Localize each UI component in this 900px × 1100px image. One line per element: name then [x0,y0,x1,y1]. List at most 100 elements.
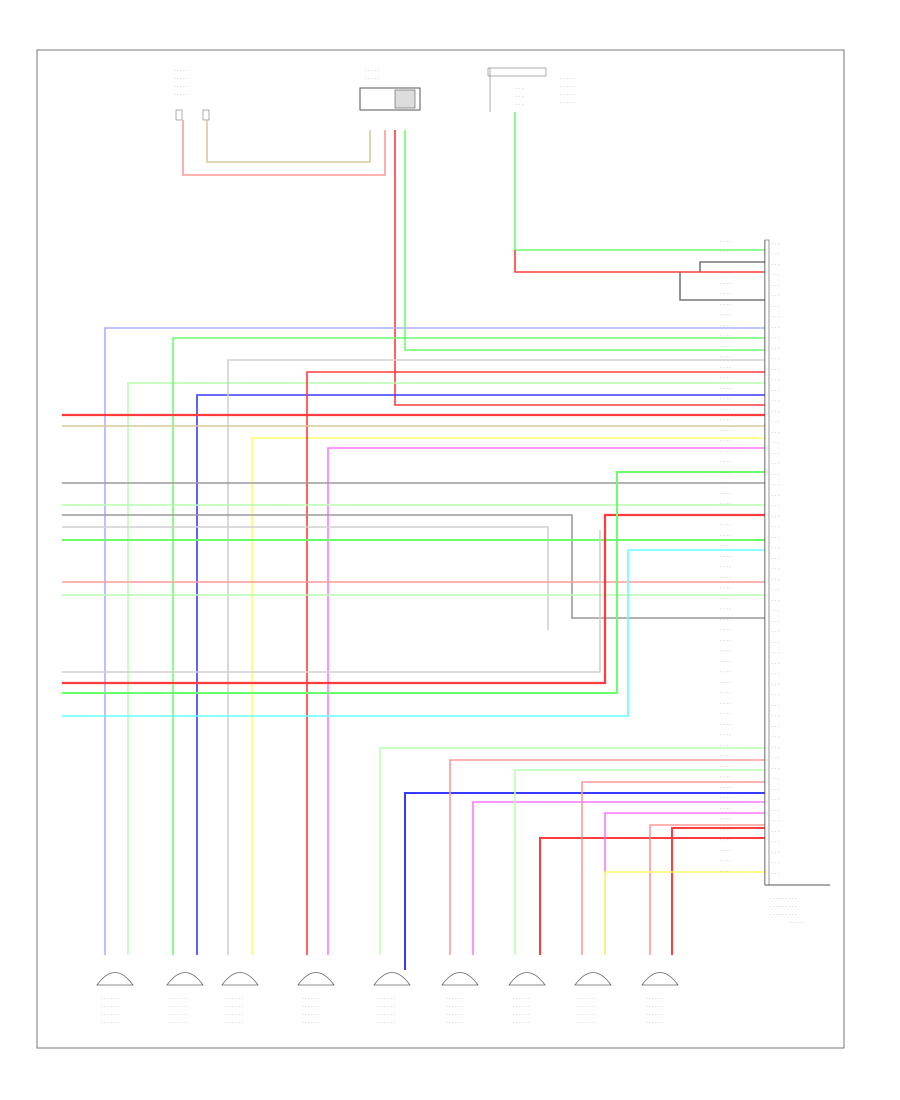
svg-text:· · · · · ·: · · · · · · [226,1012,243,1018]
svg-text:· · · · ·: · · · · · [560,92,574,98]
wire-label: · · · · [720,481,731,487]
svg-text:· · · · · ·: · · · · · · [513,1012,530,1018]
speaker-7: · · · · · ·· · · · · ·· · · · · ·· · · ·… [508,972,546,1026]
wire-label: · · · · [720,554,731,560]
wire-label: · · · · [720,754,731,760]
pin-label: · · · [772,682,780,688]
top-left-component: · · · · · · · · · · · · · · · · · · · · [174,68,210,121]
wire-label: · · · · [720,659,731,665]
wire-label: · · · · [720,722,731,728]
svg-text:· · · · · ·: · · · · · · [302,1004,319,1010]
wire-label: · · · · [720,806,731,812]
wire-label: · · · · [720,607,731,613]
wire-label: · · · · [720,638,731,644]
wire-label: · · · · [720,428,731,434]
speaker-6: · · · · · ·· · · · · ·· · · · · ·· · · ·… [441,972,479,1026]
svg-text:· · · · · ·: · · · · · · [101,1004,118,1010]
wire-label: · · · · [720,670,731,676]
pin-label: · · · [772,661,780,667]
pin-label: · · · [772,409,780,415]
pin-label: · · · [772,325,780,331]
wire-label: · · · · [720,733,731,739]
svg-text:· · · · · ·: · · · · · · [171,1020,188,1026]
wire-label: · · · · [720,313,731,319]
pin-label: · · · [772,525,780,531]
svg-text:· · · · · ·: · · · · · · [446,1004,463,1010]
pin-labels: · · · · · · · · · · · · · · · · · · · · · · · … [720,239,780,877]
wire-label: · · · · [720,323,731,329]
wire-label: · · · · [720,848,731,854]
wire-label: · · · · [720,334,731,340]
bottom-speakers: · · · · · · · · · · · · · · · · · · · · · ·… [96,972,679,1026]
svg-text:· · · · · ·: · · · · · · [378,1020,395,1026]
wire-label: · · · · [720,859,731,865]
svg-text:· · · · ·: · · · · · [174,76,188,82]
pin-label: · · · [772,294,780,300]
pin-label: · · · [772,241,780,247]
pin-label: · · · [772,556,780,562]
svg-text:· · · · ·: · · · · · [174,68,188,74]
svg-text:· · · · · ·: · · · · · · [646,1004,663,1010]
wire-label: · · · · [720,439,731,445]
pin-label: · · · [772,514,780,520]
svg-text:· · · · ·: · · · · · [174,92,188,98]
wire-label: · · · · [720,281,731,287]
pin-label: · · · [772,252,780,258]
svg-text:· · · · · ·: · · · · · · [378,1012,395,1018]
wire-label: · · · · [720,701,731,707]
svg-text:· · · · · ·: · · · · · · [579,1012,596,1018]
pin-label: · · · [772,619,780,625]
pin-label: · · · [772,598,780,604]
wire-label: · · · · [720,743,731,749]
svg-text:· · · · · · · · ·: · · · · · · · · · [770,896,796,902]
svg-text:· · · · · ·: · · · · · · [579,1004,596,1010]
pin-label: · · · [772,672,780,678]
wire-label: · · · · [720,397,731,403]
svg-text:· · · · · ·: · · · · · · [446,1012,463,1018]
pin-label: · · · [772,850,780,856]
pin-label: · · · [772,493,780,499]
wire-label: · · · · [720,386,731,392]
speaker-5: · · · · · ·· · · · · ·· · · · · ·· · · ·… [373,972,411,1026]
svg-text:· · · · ·: · · · · · [560,84,574,90]
pin-label: · · · [772,483,780,489]
speaker-3: · · · · · ·· · · · · ·· · · · · ·· · · ·… [221,972,259,1026]
pin-label: · · · [772,336,780,342]
svg-text:· · · · · ·: · · · · · · [579,996,596,1002]
svg-text:· · · · ·: · · · · · [560,76,574,82]
wire-label: · · · · [720,649,731,655]
pin-label: · · · [772,798,780,804]
svg-text:· · ·: · · · [516,94,524,100]
wire-label: · · · · [720,617,731,623]
svg-text:· · ·: · · · [516,86,524,92]
svg-text:· · · · · ·: · · · · · · [378,1004,395,1010]
svg-text:· · · · ·: · · · · · [174,84,188,90]
wire-label: · · · · [720,817,731,823]
wire-label: · · · · [720,712,731,718]
wire-label: · · · · [720,365,731,371]
pin-label: · · · [772,871,780,877]
pin-label: · · · [772,819,780,825]
main-unit-connector: · · · · · · · · · · · · · · · · · · · · … [764,239,830,926]
wire-label: · · · · [720,344,731,350]
pin-label: · · · [772,399,780,405]
pin-label: · · · [772,703,780,709]
top-wires [182,112,765,406]
pin-label: · · · [772,693,780,699]
svg-text:· · · · · ·: · · · · · · [302,1020,319,1026]
pin-label: · · · [772,808,780,814]
pin-label: · · · [772,609,780,615]
top-right-component: · · · · · · · · · · · · · · · · · · · · … [487,67,574,112]
wire-label: · · · · [720,239,731,245]
pin-label: · · · [772,861,780,867]
svg-text:· · · · · ·: · · · · · · [579,1020,596,1026]
pin-label: · · · [772,840,780,846]
svg-text:· · · · · ·: · · · · · · [646,1012,663,1018]
pin-label: · · · [772,630,780,636]
svg-text:· · · · · ·: · · · · · · [446,996,463,1002]
svg-text:· · · · ·: · · · · · [365,68,379,74]
svg-text:· · · · · ·: · · · · · · [226,1020,243,1026]
wire-label: · · · · [720,260,731,266]
wire-label: · · · · [720,869,731,875]
wire-label: · · · · [720,355,731,361]
